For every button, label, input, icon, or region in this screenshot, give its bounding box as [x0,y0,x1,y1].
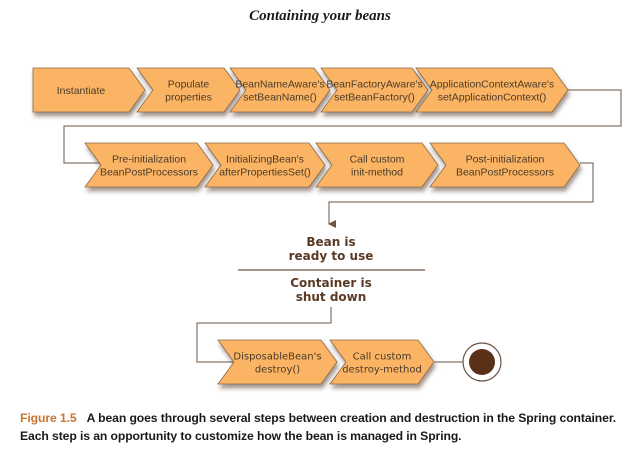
step-label: ApplicationContextAware's [430,79,554,91]
step-label: setBeanFactory() [334,92,415,104]
caption-text: A bean goes through several steps betwee… [20,411,617,443]
step-chevron [315,142,439,188]
step-label: setBeanName() [243,92,317,104]
connector-row1-to-row2 [63,89,622,164]
step-chevron [217,339,338,385]
step-chevron [320,67,429,113]
step-label: Call custom [350,154,405,166]
step-label: Instantiate [57,85,106,97]
step-chevron [136,67,241,113]
step-chevron [229,67,331,113]
state-shutdown-line2: shut down [296,290,367,304]
step-label: BeanNameAware's [235,79,324,91]
step-chevron [329,339,435,385]
step-chevron [84,142,214,188]
step-label: Pre-initialization [112,154,186,166]
step-label: BeanFactoryAware's [326,79,422,91]
step-label: Populate [168,79,210,91]
connector-row2-to-ready [328,162,594,228]
connectors [63,89,622,363]
steps: InstantiatePopulatepropertiesBeanNameAwa… [32,67,581,385]
step-chevron [415,67,569,113]
lifecycle-step: Call custom destroy-method [329,339,435,385]
state-shutdown-line1: Container is [290,276,372,290]
step-label: Call custom [353,352,412,363]
state-ready-line1: Bean is [306,235,355,249]
step-label: BeanPostProcessors [100,167,198,179]
state-ready-line2: ready to use [289,249,374,263]
step-label: Post-initialization [466,154,545,166]
connector-shutdown-to-row3 [196,307,332,363]
step-label: BeanPostProcessors [456,167,554,179]
step-chevron [429,142,581,188]
step-label: destroy() [255,365,300,376]
step-chevron [32,67,146,113]
step-label: properties [165,92,212,104]
final-state-icon [462,342,502,382]
lifecycle-step: Instantiate [32,67,146,113]
lifecycle-step: DisposableBean's destroy() [217,339,338,385]
step-label: init-method [351,167,403,179]
figure-number: Figure 1.5 [20,411,77,425]
step-label: DisposableBean's [233,352,321,363]
step-label: InitializingBean's [226,154,304,166]
step-label: afterPropertiesSet() [219,167,311,179]
state-ready: Bean is ready to use [289,235,374,263]
step-label: destroy-method [342,365,422,376]
lifecycle-step: ApplicationContextAware'ssetApplicationC… [415,67,569,113]
step-label: setApplicationContext() [438,92,547,104]
diagram-title: Containing your beans [249,8,391,24]
state-shutdown: Container is shut down [290,276,372,304]
step-chevron [204,142,326,188]
